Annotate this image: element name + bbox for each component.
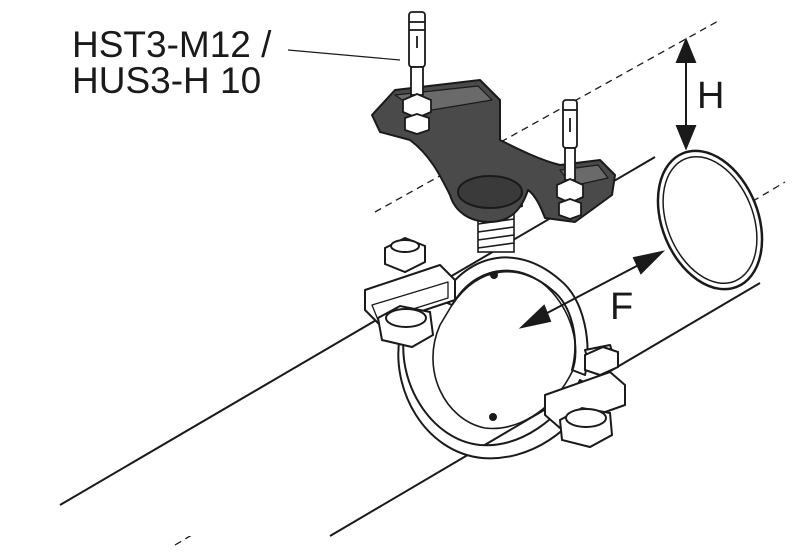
mounting-bracket	[371, 79, 616, 223]
anchor-bolt-left	[402, 11, 432, 135]
anchor-right-washer-nut	[558, 198, 582, 220]
clamp-flange-edge	[371, 281, 449, 321]
height-arrow-head-top	[675, 37, 697, 63]
nut-right	[584, 345, 619, 377]
height-dimension-label: H	[697, 75, 725, 117]
ceiling-line-upper	[374, 19, 721, 213]
bracket-body	[371, 79, 616, 223]
thread-4	[477, 226, 515, 233]
anchor-right-nut	[556, 178, 584, 204]
nut-left-top	[385, 308, 427, 328]
force-dimension-arrow	[518, 250, 666, 329]
thread-5	[477, 234, 515, 241]
anchor-left-washer-nut	[404, 113, 430, 135]
anchor-label-line1: HST3-M12 /	[72, 24, 272, 65]
clamp-band-upper	[439, 256, 589, 376]
anchor-left-nut	[402, 93, 432, 119]
anchor-left-rod	[410, 66, 424, 96]
height-arrow-head-bottom	[675, 125, 697, 151]
bracket-boss	[457, 175, 523, 209]
clamp-rivet-bottom	[489, 413, 497, 421]
clamp-rivet-top	[490, 271, 498, 279]
thread-6	[477, 242, 515, 249]
anchor-label-line2: HUS3-H 10	[72, 60, 262, 101]
pipe-end-outer	[656, 149, 764, 291]
anchor-right-rod	[564, 147, 576, 181]
pipe-end-inner	[662, 155, 758, 285]
anchor-label-leader	[287, 49, 401, 61]
anchor-bolt-right	[556, 99, 584, 220]
bolt-head-lower-right-top	[565, 408, 607, 428]
force-arrow-shaft	[529, 257, 653, 323]
force-dimension-label: F	[610, 286, 634, 328]
clamp-band-inner-edge	[432, 269, 577, 430]
force-arrow-head-left	[518, 304, 552, 329]
clamp-flange-lower-right	[544, 371, 626, 429]
height-dimension-arrow	[675, 37, 697, 151]
clamp-fasteners	[376, 236, 619, 449]
force-arrow-head-right	[632, 250, 666, 275]
bolt-head-upper-left-top	[390, 239, 420, 253]
clamp-flange-upper-left	[364, 264, 456, 326]
anchor-bolts	[402, 11, 584, 220]
